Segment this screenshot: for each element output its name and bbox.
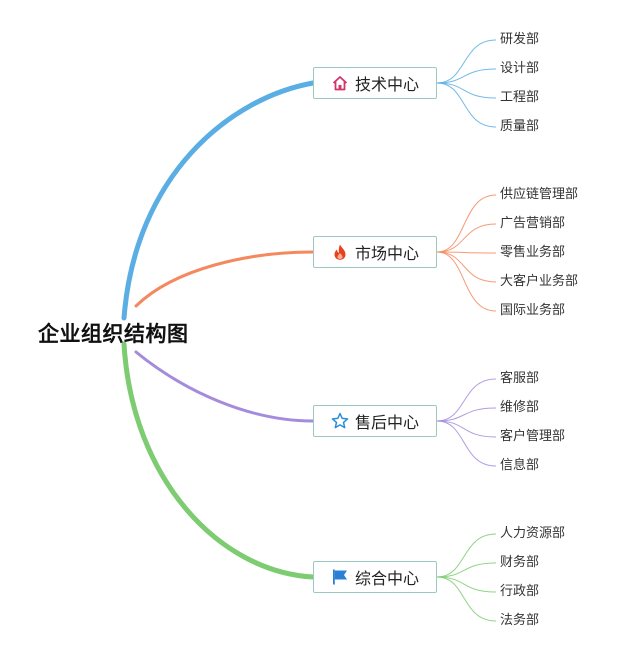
branch-line-market xyxy=(134,250,315,308)
department-node[interactable]: 研发部 xyxy=(500,32,540,47)
department-node[interactable]: 人力资源部 xyxy=(500,526,566,541)
sub-branch-line xyxy=(436,251,497,254)
department-node[interactable]: 大客户业务部 xyxy=(500,274,579,289)
sub-branch-line xyxy=(436,420,497,467)
department-node[interactable]: 行政部 xyxy=(500,584,540,599)
house-icon xyxy=(331,74,349,92)
sub-branch-line xyxy=(436,533,497,578)
department-node[interactable]: 财务部 xyxy=(500,555,540,570)
sub-branch-line xyxy=(436,407,497,422)
sub-branch-line xyxy=(436,251,497,312)
department-node[interactable]: 客户管理部 xyxy=(500,429,566,444)
branch-line-general xyxy=(121,341,316,580)
center-label: 综合中心 xyxy=(354,569,419,588)
sub-branch-line xyxy=(436,194,497,253)
department-node[interactable]: 设计部 xyxy=(500,61,540,76)
department-node[interactable]: 质量部 xyxy=(500,119,540,134)
center-label: 市场中心 xyxy=(354,244,419,263)
department-node[interactable]: 工程部 xyxy=(500,90,540,105)
center-label: 售后中心 xyxy=(354,413,419,432)
department-node[interactable]: 法务部 xyxy=(500,613,540,628)
department-node[interactable]: 客服部 xyxy=(500,371,540,386)
sub-branch-line xyxy=(436,562,497,578)
sub-branch-line xyxy=(436,68,497,84)
department-node[interactable]: 供应链管理部 xyxy=(500,187,579,202)
center-label: 技术中心 xyxy=(354,75,419,94)
sub-branch-line xyxy=(436,82,497,128)
fire-icon xyxy=(331,243,349,261)
department-node[interactable]: 信息部 xyxy=(500,458,540,473)
branch-line-aftersales xyxy=(134,350,315,423)
star-icon xyxy=(331,412,349,430)
sub-branch-line xyxy=(436,223,497,253)
center-node-general[interactable]: 综合中心 xyxy=(313,561,437,593)
sub-branch-line xyxy=(436,378,497,422)
sub-branch-line xyxy=(436,420,497,438)
sub-branch-line xyxy=(436,576,497,593)
root-topic-title[interactable]: 企业组织结构图 xyxy=(38,322,189,346)
sub-branch-line xyxy=(436,39,497,84)
department-node[interactable]: 零售业务部 xyxy=(500,245,566,260)
sub-branch-line xyxy=(436,82,497,99)
center-node-aftersales[interactable]: 售后中心 xyxy=(313,405,437,437)
branch-line-tech xyxy=(121,80,316,321)
department-node[interactable]: 国际业务部 xyxy=(500,303,566,318)
department-node[interactable]: 广告营销部 xyxy=(500,216,566,231)
sub-branch-line xyxy=(436,251,497,283)
sub-branch-line xyxy=(436,576,497,622)
flag-icon xyxy=(331,568,349,586)
department-node[interactable]: 维修部 xyxy=(500,400,540,415)
center-node-market[interactable]: 市场中心 xyxy=(313,236,437,268)
center-node-tech[interactable]: 技术中心 xyxy=(313,67,437,99)
